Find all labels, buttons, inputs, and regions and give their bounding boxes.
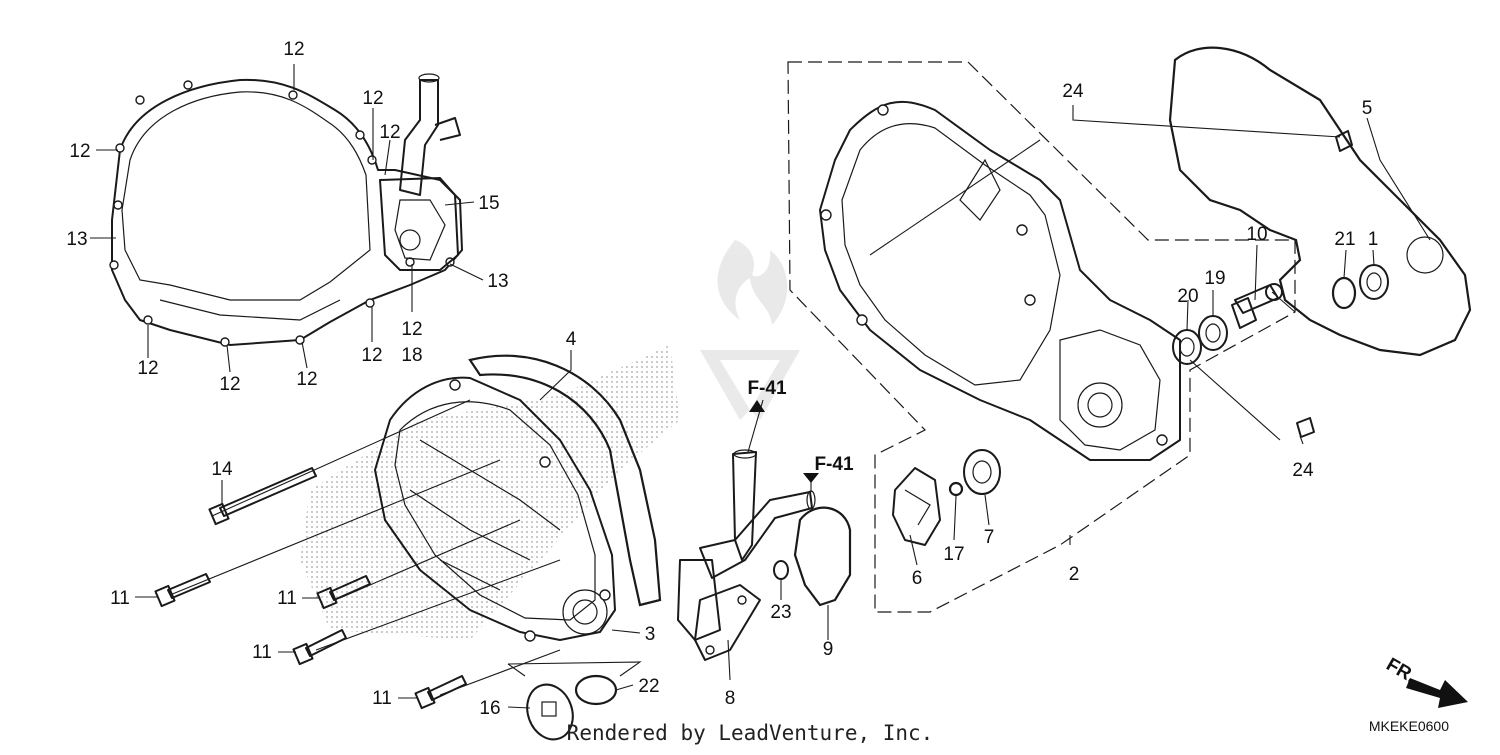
pump-gasket [793,506,852,607]
render-credit: Rendered by LeadVenture, Inc. [567,721,934,745]
part-label-21: 21 [1334,229,1355,250]
part-labels: 12 12 12 12 15 13 13 12 12 12 12 12 18 4… [66,39,1378,719]
part-label-12: 12 [362,88,383,109]
part-label-9: 9 [823,639,834,660]
part-label-22: 22 [638,676,659,697]
part-label-12: 12 [69,141,90,162]
part-label-11: 11 [252,642,272,663]
part-label-15: 15 [478,193,499,214]
cover-gasket [1168,46,1472,357]
part-label-2: 2 [1069,564,1080,585]
clutch-outer-cover [374,354,662,642]
part-label-24: 24 [1292,460,1314,481]
part-label-13: 13 [66,229,87,250]
reference-callout-f41: F-41 [747,378,787,399]
reference-callout-f41: F-41 [814,454,854,475]
part-label-12: 12 [401,319,422,340]
bolts [154,467,467,710]
shading-pattern [300,345,680,640]
part-label-11: 11 [277,588,297,609]
part-label-12: 12 [296,369,317,390]
part-label-6: 6 [912,568,923,589]
part-label-16: 16 [479,698,500,719]
part-label-1: 1 [1368,229,1379,250]
part-label-20: 20 [1177,286,1198,307]
part-label-19: 19 [1204,268,1225,289]
part-label-7: 7 [984,527,995,548]
assembly-boundary [787,61,1296,613]
dowel-pins [773,130,1353,580]
part-label-12: 12 [361,345,382,366]
part-label-11: 11 [372,688,392,709]
part-label-10: 10 [1246,224,1267,245]
watermark-logo [700,240,800,420]
water-pump-impeller [892,449,1001,546]
part-label-11: 11 [110,588,130,609]
part-label-12: 12 [283,39,304,60]
diagram-code: MKEKE0600 [1369,718,1449,734]
part-label-4: 4 [566,329,577,350]
part-label-12: 12 [379,122,400,143]
part-label-3: 3 [645,624,656,645]
oil-filler-cap [507,661,642,741]
part-label-18: 18 [401,345,422,366]
right-crankcase-cover [819,100,1181,461]
inner-clutch-cover [109,73,463,347]
part-label-14: 14 [211,459,233,480]
front-direction-arrow [1406,678,1468,708]
part-label-12: 12 [137,358,158,379]
part-label-17: 17 [943,544,964,565]
part-label-23: 23 [770,602,791,623]
water-pipe [677,449,816,661]
part-label-5: 5 [1362,98,1373,119]
part-label-12: 12 [219,374,240,395]
part-label-8: 8 [725,688,736,709]
part-label-24: 24 [1062,81,1084,102]
part-label-13: 13 [487,271,508,292]
callout-arrows [749,400,819,483]
